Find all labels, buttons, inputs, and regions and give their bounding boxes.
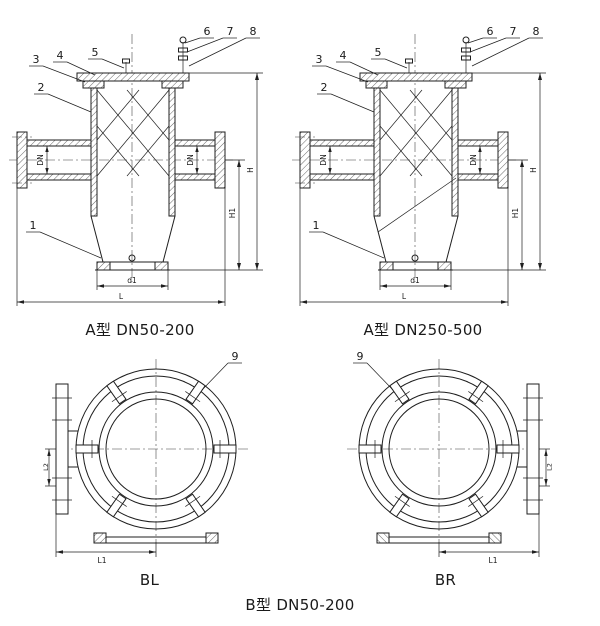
dim-l-label: L (402, 292, 407, 301)
basket-screen (96, 89, 170, 177)
callout-4: 4 (336, 49, 379, 76)
section-break-line (377, 177, 457, 233)
mirrored-body (347, 359, 543, 544)
callout-1-label: 1 (313, 219, 320, 232)
callout-4-label: 4 (57, 49, 64, 62)
callout-3-label: 3 (316, 53, 323, 66)
dim-l-label: L (119, 292, 124, 301)
callout-1-label: 1 (30, 219, 37, 232)
top-cover (76, 36, 190, 82)
eye-bolt-icon (179, 36, 187, 44)
figure-b-right-top-view: 9 L2 L1 (347, 350, 554, 565)
dim-dn-left-label: DN (319, 154, 328, 165)
dim-l: L (16, 188, 226, 306)
dim-h: H (170, 72, 263, 271)
dim-h1-label: H1 (228, 208, 237, 219)
callout-9-label: 9 (357, 350, 364, 363)
caption-a-right: A型 DN250-500 (363, 321, 483, 339)
left-nozzle (295, 131, 375, 189)
dim-d1: d1 (96, 270, 169, 290)
dim-dn-left: DN (36, 146, 49, 174)
dim-h: H (453, 72, 546, 271)
callout-9: 9 (201, 350, 242, 391)
callout-5-label: 5 (92, 46, 99, 59)
dim-dn-left-label: DN (36, 154, 45, 165)
callout-6: 6 (467, 25, 497, 44)
callout-2-label: 2 (38, 81, 45, 94)
callout-5-label: 5 (375, 46, 382, 59)
dim-h1-label: H1 (511, 208, 520, 219)
vessel-shell (82, 80, 184, 217)
callout-7: 7 (186, 25, 237, 53)
eye-bolt-icon (462, 36, 470, 44)
callout-8: 8 (188, 25, 260, 67)
callout-5: 5 (88, 46, 125, 69)
callout-8-label: 8 (250, 25, 257, 38)
dim-d1-label: d1 (127, 276, 137, 285)
dim-l1-label: L1 (98, 556, 107, 565)
dim-dn-right-label: DN (469, 154, 478, 165)
dim-l1: L1 (438, 514, 540, 565)
callout-7: 7 (469, 25, 520, 53)
callout-4: 4 (53, 49, 96, 76)
caption-a-left: A型 DN50-200 (85, 321, 195, 339)
callout-4-label: 4 (340, 49, 347, 62)
caption-b-group: B型 DN50-200 (245, 596, 355, 614)
callout-8: 8 (471, 25, 543, 67)
callout-5: 5 (371, 46, 408, 69)
drain-plug-icon (411, 254, 419, 262)
dim-d1: d1 (379, 270, 452, 290)
left-nozzle (12, 131, 92, 189)
callout-2-label: 2 (321, 81, 328, 94)
callout-3-label: 3 (33, 53, 40, 66)
callout-3: 3 (29, 53, 86, 83)
swing-clamps (75, 380, 237, 518)
dim-l2: L2 (539, 448, 554, 487)
bottom-assembly (373, 215, 459, 271)
dim-h1: H1 (225, 159, 245, 270)
right-nozzle (174, 131, 226, 189)
dim-d1-label: d1 (410, 276, 420, 285)
figure-a-left-section-view: DN DN H (9, 25, 263, 306)
dim-l1: L1 (55, 514, 157, 565)
callout-2: 2 (34, 81, 92, 113)
dim-dn-right: DN (469, 146, 482, 174)
vessel-shell (365, 80, 467, 233)
callout-7-label: 7 (510, 25, 517, 38)
callout-6-label: 6 (487, 25, 494, 38)
dim-l1-label: L1 (489, 556, 498, 565)
callout-7-label: 7 (227, 25, 234, 38)
callout-1: 1 (309, 219, 385, 259)
dim-h-label: H (246, 167, 255, 173)
dim-dn-right: DN (186, 146, 199, 174)
callout-3: 3 (312, 53, 369, 83)
bottom-assembly (90, 215, 176, 271)
callout-6-label: 6 (204, 25, 211, 38)
dim-dn-left: DN (319, 146, 332, 174)
dim-l2-label: L2 (546, 463, 554, 471)
right-nozzle (457, 131, 509, 189)
dim-h1: H1 (508, 159, 528, 270)
callout-1: 1 (26, 219, 102, 259)
top-cover (359, 36, 473, 82)
dim-dn-right-label: DN (186, 154, 195, 165)
dim-l2-label: L2 (42, 463, 50, 471)
dim-l2: L2 (42, 448, 56, 487)
drain-plug-icon (128, 254, 136, 262)
caption-b-left: BL (139, 571, 160, 589)
caption-b-right: BR (434, 571, 457, 589)
callout-6: 6 (184, 25, 214, 44)
side-flange (517, 383, 543, 515)
figure-a-right-section-view: DN DN H (292, 25, 546, 306)
basket-screen (379, 89, 453, 177)
callout-9: 9 (353, 350, 394, 391)
callout-8-label: 8 (533, 25, 540, 38)
dim-h-label: H (529, 167, 538, 173)
dim-l: L (299, 188, 509, 306)
figure-b-left-top-view: 9 L2 L1 (42, 350, 248, 565)
callout-9-label: 9 (232, 350, 239, 363)
callout-2: 2 (317, 81, 375, 113)
swing-clamps (358, 380, 520, 518)
